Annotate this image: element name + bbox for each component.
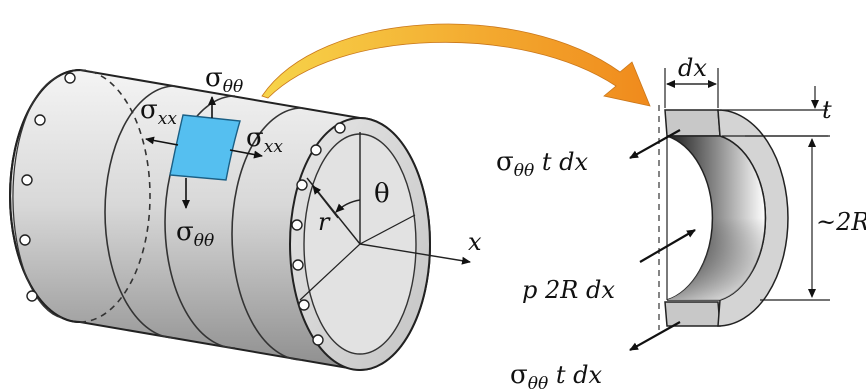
bottom-block <box>664 301 721 327</box>
seam-3 <box>231 107 303 361</box>
labels: σθθ σxx σxx σθθ r θ x dx t ~2R σθθ t dx … <box>140 54 866 392</box>
cut-line-2 <box>359 214 416 245</box>
right-rivets <box>291 122 346 346</box>
force-top-arrow <box>629 129 681 159</box>
stress-element <box>169 114 241 181</box>
radius-arrow <box>312 185 339 219</box>
x-axis-label: x <box>468 228 482 256</box>
sigma-xx-left-arrow <box>145 136 179 146</box>
sigma-xx-right-arrow <box>229 149 263 159</box>
transfer-arrow-icon <box>261 23 651 107</box>
seam-2 <box>164 95 236 349</box>
force-bottom-arrow <box>629 321 681 351</box>
force-bottom-label: σθθ t dx <box>510 360 603 392</box>
left-rim <box>9 69 81 323</box>
inner-surface-shade <box>667 136 766 300</box>
left-rim-back <box>79 69 151 323</box>
pressure-arrow <box>639 229 696 263</box>
angle-arc <box>335 199 361 213</box>
top-block <box>664 109 721 137</box>
pressure-label: p 2R dx <box>522 276 615 304</box>
cut-line <box>299 243 361 301</box>
sigma-tt-top-label: σθθ <box>205 63 243 97</box>
cylinder <box>9 68 471 372</box>
sigma-xx-right-label: σxx <box>246 123 283 157</box>
t-label: t <box>822 96 832 124</box>
sigma-tt-bottom-label: σθθ <box>176 217 214 251</box>
sigma-xx-left-label: σxx <box>140 95 177 129</box>
diameter-label: ~2R <box>816 208 866 236</box>
x-axis-arrow <box>359 243 471 265</box>
left-rivets <box>19 72 76 302</box>
force-top-label: σθθ t dx <box>496 147 589 181</box>
left-rim-inner <box>12 75 63 319</box>
ring-section <box>629 68 830 351</box>
seam-1 <box>104 85 176 339</box>
angle-label: θ <box>374 179 390 209</box>
radius-label: r <box>318 208 331 236</box>
dx-label: dx <box>678 54 707 82</box>
